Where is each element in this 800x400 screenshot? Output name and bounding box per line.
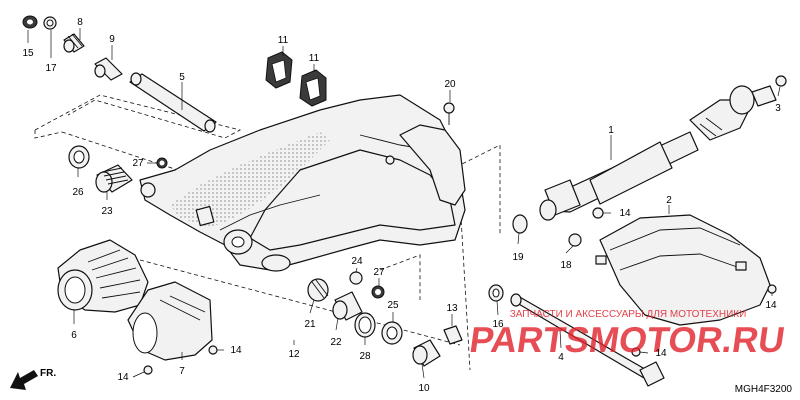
callout-11b: 11 [309, 53, 320, 64]
callout-9: 9 [109, 34, 115, 45]
callout-14c: 14 [619, 208, 631, 219]
watermark-caption: ЗАПЧАСТИ И АКСЕССУАРЫ ДЛЯ МОТОТЕХНИКИ [510, 309, 747, 320]
pivot-axle [488, 284, 665, 387]
watermark-site: PARTSMOTOR.RU [467, 319, 787, 360]
callout-6: 6 [71, 330, 77, 341]
callout-8: 8 [77, 17, 83, 28]
callout-12: 12 [288, 349, 300, 360]
callout-1: 1 [608, 125, 614, 136]
callout-10: 10 [418, 383, 430, 394]
callout-23: 23 [101, 206, 113, 217]
callout-19: 19 [512, 252, 524, 263]
rubber-boot-and-cover [57, 239, 213, 361]
callout-26: 26 [72, 187, 84, 198]
callout-24: 24 [351, 256, 363, 267]
callout-22: 22 [330, 337, 342, 348]
bolts [143, 102, 777, 375]
callout-2: 2 [666, 195, 672, 206]
pivot-parts [22, 15, 217, 133]
callout-27b: 27 [373, 267, 385, 278]
shaft-guard [595, 214, 771, 326]
drawing-code: MGH4F3200 [735, 384, 793, 395]
front-arrow-icon [10, 370, 38, 390]
callout-14b: 14 [117, 372, 129, 383]
swingarm [139, 94, 466, 272]
callout-3: 3 [775, 103, 781, 114]
watermark: ЗАПЧАСТИ И АКСЕССУАРЫ ДЛЯ МОТОТЕХНИКИ PA… [467, 309, 787, 360]
callout-15: 15 [22, 48, 34, 59]
callout-17: 17 [45, 63, 57, 74]
drive-shaft [512, 75, 787, 234]
callout-14e: 14 [765, 300, 777, 311]
callout-28: 28 [359, 351, 371, 362]
right-pivot-parts [307, 271, 463, 367]
front-label: FR. [40, 368, 56, 379]
callout-25: 25 [387, 300, 399, 311]
callout-5: 5 [179, 72, 185, 83]
left-bearings [68, 145, 168, 193]
callout-18: 18 [560, 260, 572, 271]
callout-13: 13 [446, 303, 458, 314]
callout-16: 16 [492, 319, 504, 330]
leader-lines [27, 28, 781, 379]
callout-21: 21 [304, 319, 316, 330]
callout-14a: 14 [230, 345, 242, 356]
callouts: 1 2 3 4 5 6 7 8 9 10 11 11 12 13 14 14 1… [22, 17, 781, 394]
callout-14d: 14 [655, 348, 667, 359]
front-direction-indicator: FR. [10, 368, 56, 390]
callout-27a: 27 [132, 158, 144, 169]
boot-parts [265, 51, 327, 107]
callout-4: 4 [558, 352, 564, 363]
callout-11a: 11 [278, 35, 289, 46]
callout-7: 7 [179, 366, 185, 377]
callout-20: 20 [444, 79, 456, 90]
